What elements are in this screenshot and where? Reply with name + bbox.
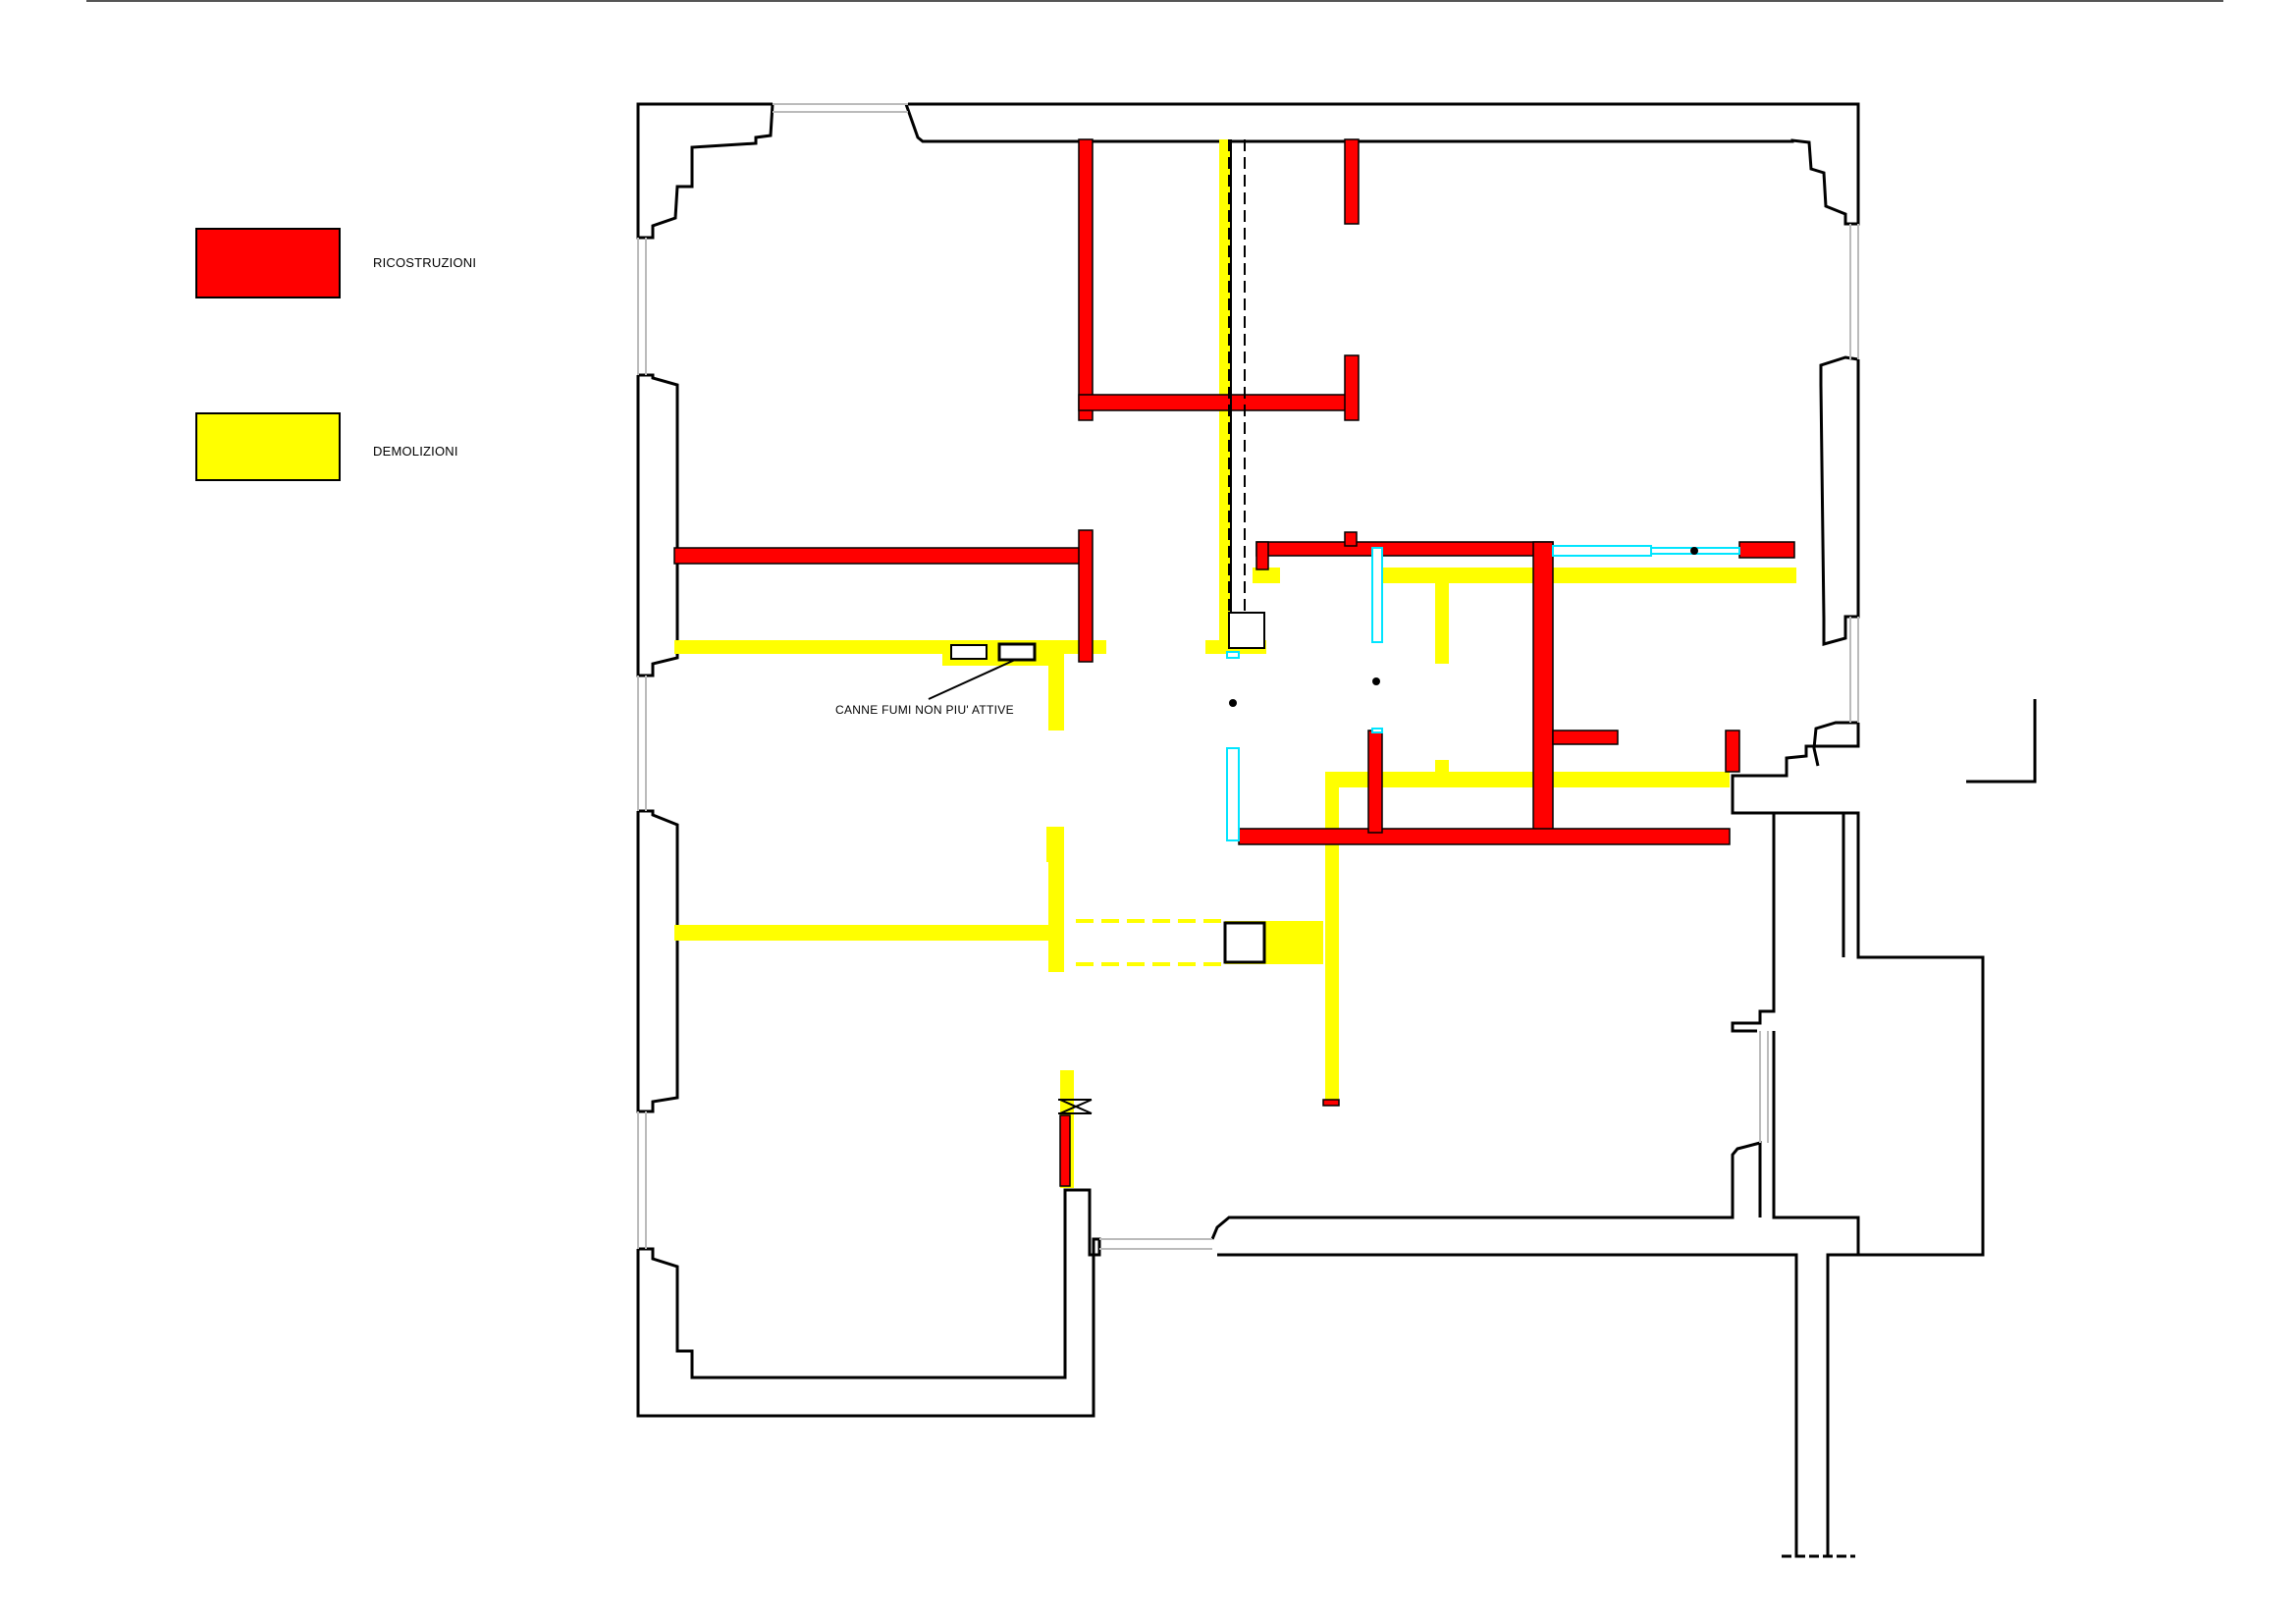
reconstruction-walls: [673, 138, 1795, 1187]
door-openings: [1226, 545, 1740, 841]
legend-swatch-reconstruction: [195, 228, 341, 298]
corner-mark: [1966, 699, 2037, 784]
window-openings: [637, 103, 1859, 1250]
structural-outlines: [950, 612, 1266, 964]
demolition-walls: [674, 139, 1796, 1188]
legend-label-reconstruction: RICOSTRUZIONI: [373, 255, 477, 270]
legend-label-demolition: DEMOLIZIONI: [373, 444, 458, 459]
stair-symbol: [1058, 1099, 1093, 1114]
shaft-dashed: [1228, 139, 1246, 613]
outer-walls: [636, 102, 1985, 1558]
flue-note-label: CANNE FUMI NON PIU' ATTIVE: [835, 703, 1014, 717]
flue-note-leader: [928, 659, 1016, 700]
door-markers: [1229, 547, 1698, 707]
demolition-dashed: [1076, 919, 1225, 966]
legend-swatch-demolition: [195, 412, 341, 481]
